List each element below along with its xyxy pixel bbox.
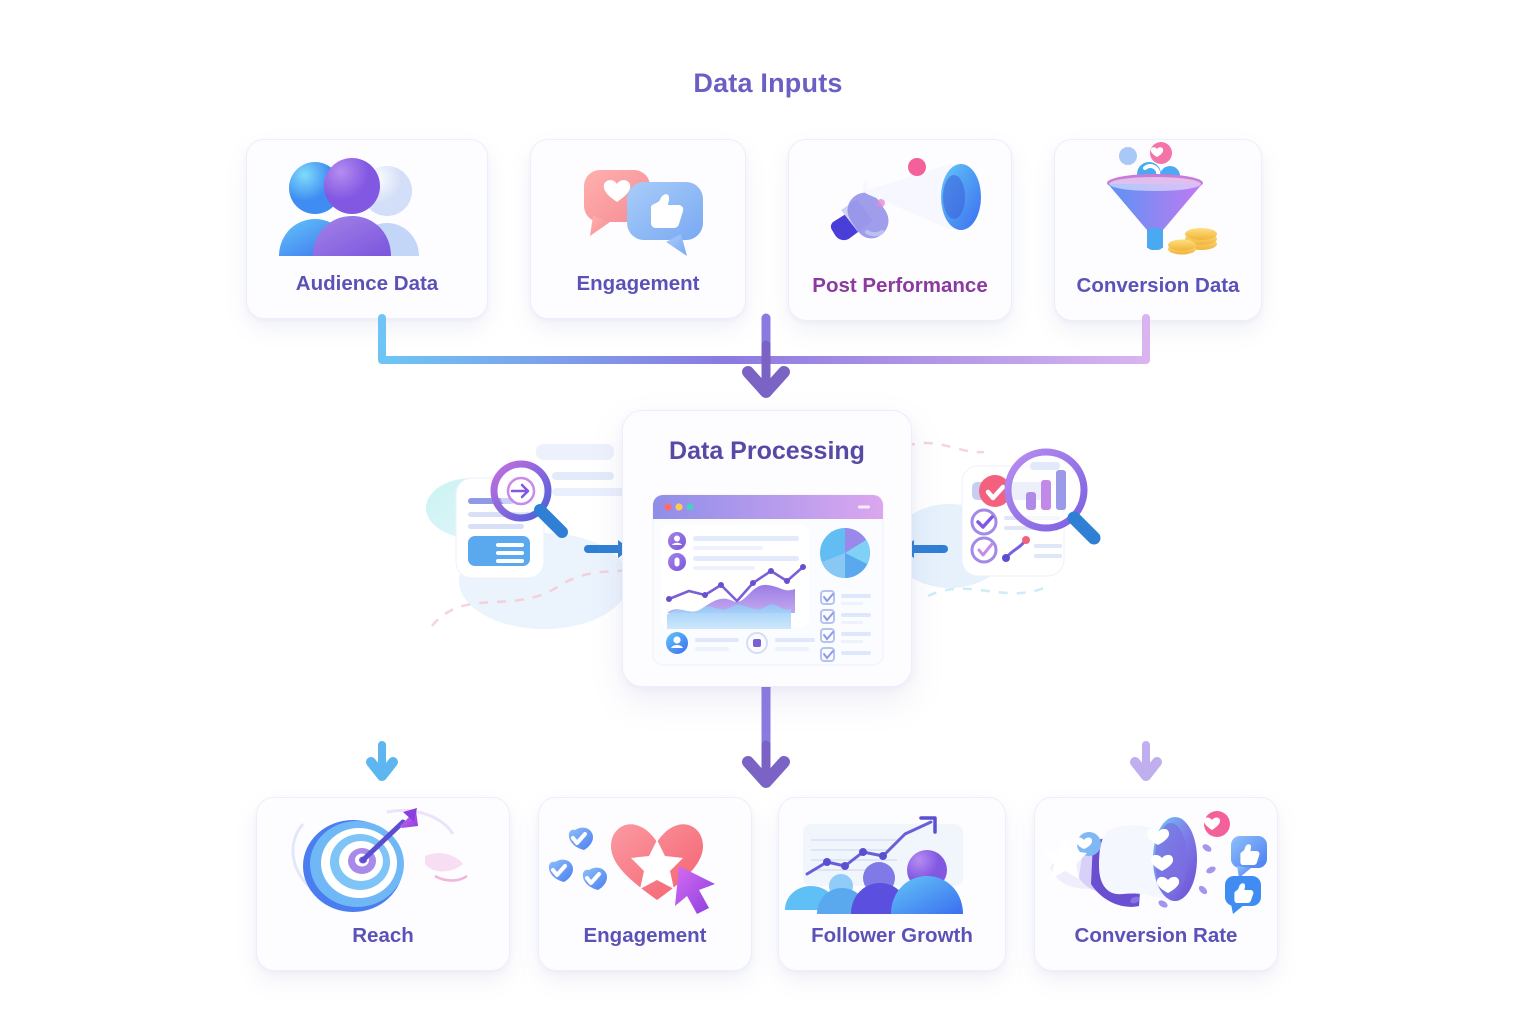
megaphone-icon	[789, 146, 1011, 256]
page-title: Data Inputs	[693, 68, 843, 98]
input-card-conversion-data[interactable]: Conversion Data	[1054, 139, 1262, 321]
output-card-conversion-rate[interactable]: Conversion Rate	[1034, 797, 1278, 971]
input-card-label: Post Performance	[812, 274, 988, 297]
processing-title: Data Processing	[669, 437, 865, 465]
output-card-reach[interactable]: Reach	[256, 797, 510, 971]
document-magnifier-icon	[424, 436, 645, 646]
output-card-engagement[interactable]: Engagement	[538, 797, 752, 971]
input-card-label: Conversion Data	[1076, 274, 1240, 297]
output-card-follower-growth[interactable]: Follower Growth	[778, 797, 1006, 971]
input-card-audience-data[interactable]: Audience Data	[246, 139, 488, 319]
processing-card[interactable]: Data Processing	[622, 410, 912, 687]
growth-chart-people-icon	[779, 804, 1005, 914]
people-group-icon	[247, 146, 487, 256]
dashboard-illustration	[652, 494, 884, 666]
output-card-label: Conversion Rate	[1074, 924, 1238, 947]
output-card-label: Engagement	[583, 924, 707, 947]
checklist-barchart-magnifier-icon	[892, 436, 1113, 646]
speech-bubbles-icon	[531, 146, 745, 256]
input-card-engagement[interactable]: Engagement	[530, 139, 746, 319]
input-card-label: Audience Data	[295, 272, 439, 295]
funnel-coins-icon	[1055, 142, 1261, 256]
input-card-label: Engagement	[576, 272, 700, 295]
heart-star-checks-icon	[539, 804, 751, 914]
megaphone-reactions-icon	[1035, 804, 1277, 914]
output-card-label: Follower Growth	[811, 924, 973, 947]
target-arrow-icon	[257, 804, 509, 914]
output-card-label: Reach	[352, 924, 414, 947]
input-card-post-performance[interactable]: Post Performance	[788, 139, 1012, 321]
